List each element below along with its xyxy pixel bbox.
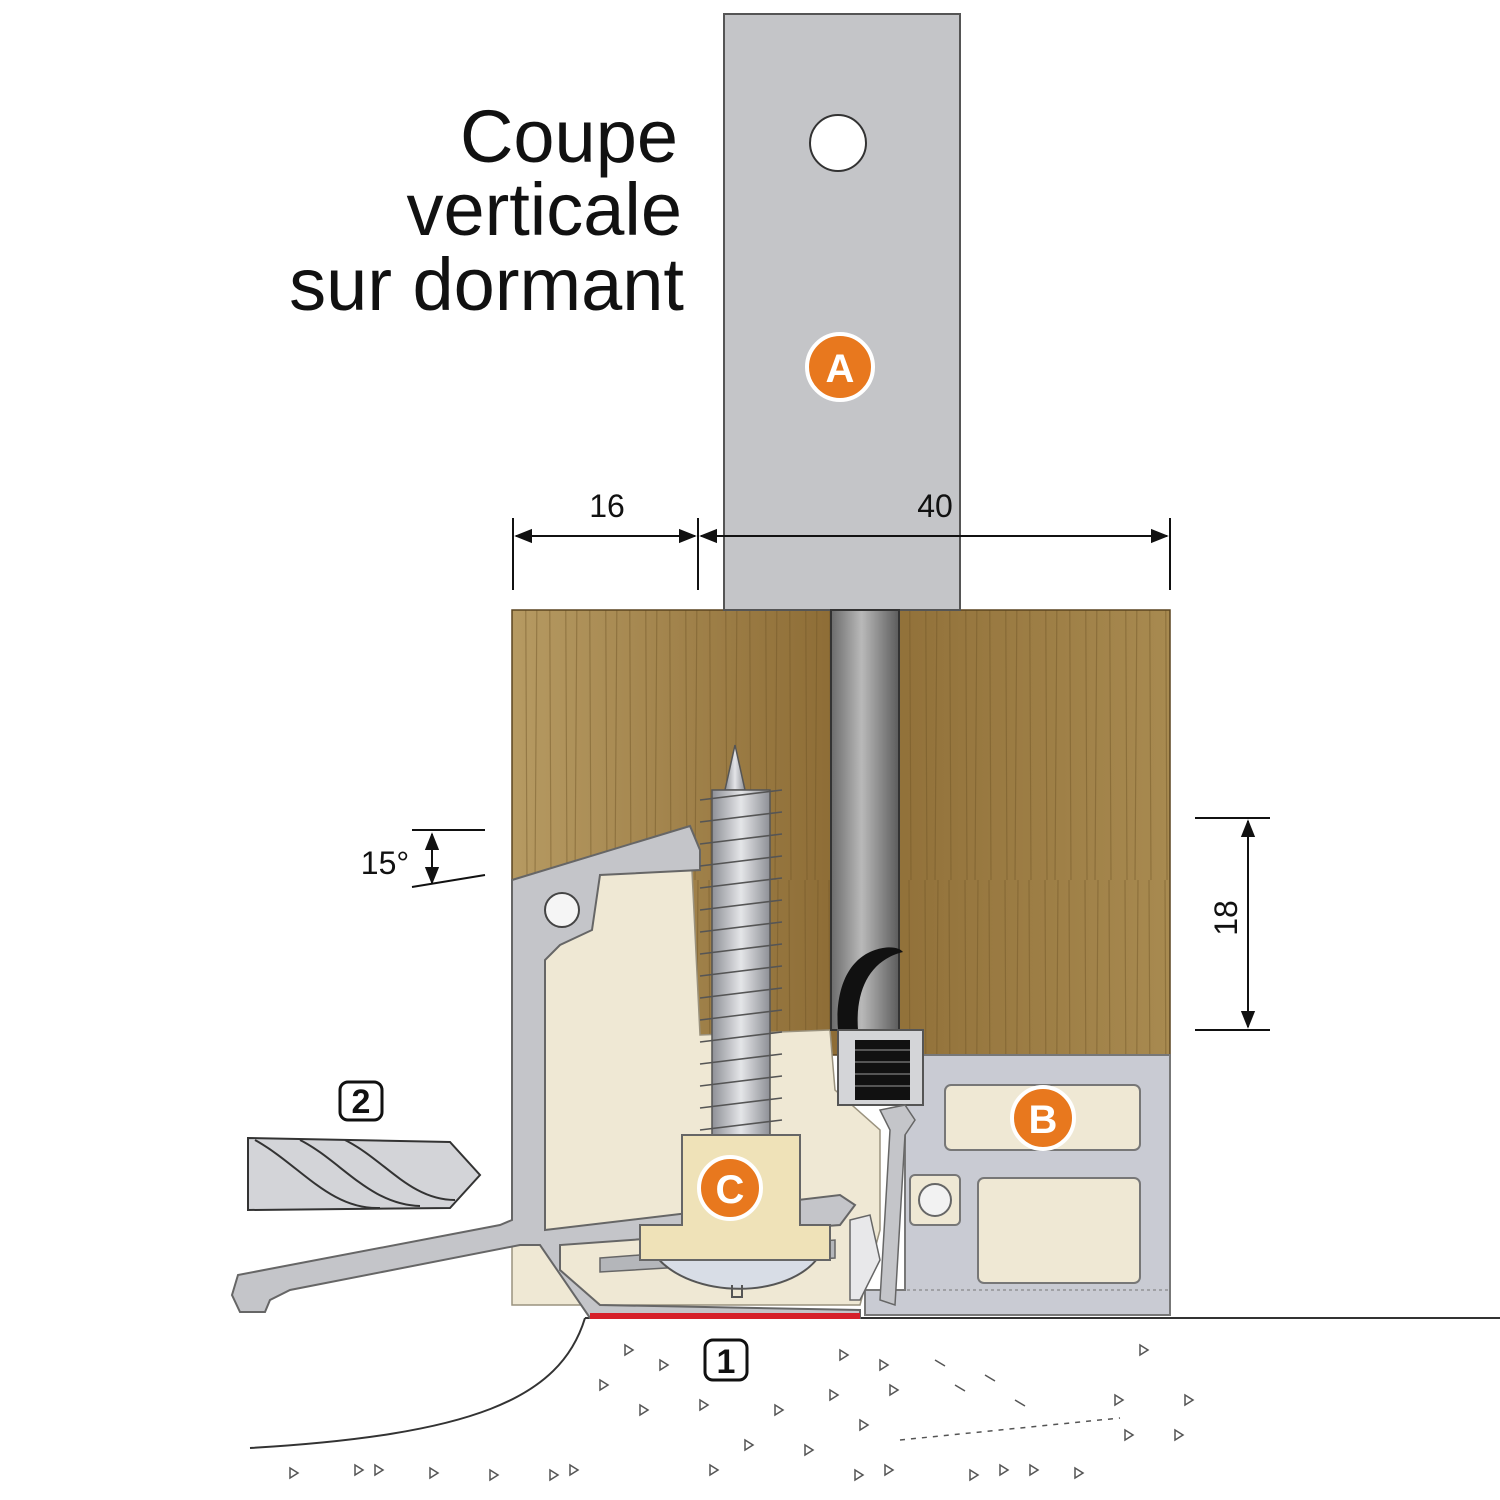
width-dimensions — [512, 518, 1171, 590]
title-line-1: Coupe — [460, 95, 678, 178]
dimension-16-label: 16 — [589, 488, 625, 524]
title-line-2: verticale — [406, 168, 682, 251]
angle-dimension — [411, 829, 486, 888]
marker-2-label: 2 — [352, 1083, 371, 1121]
concrete-floor — [249, 1317, 1500, 1482]
red-seal-strip — [590, 1313, 860, 1319]
drill-bit-icon — [247, 1136, 482, 1212]
dimension-40-label: 40 — [917, 488, 953, 524]
callout-c-label: C — [716, 1168, 745, 1212]
height-dimension — [1195, 817, 1270, 1031]
callout-a: A — [805, 332, 875, 402]
marker-2: 2 — [338, 1080, 384, 1122]
callout-b-label: B — [1029, 1098, 1058, 1142]
marker-1: 1 — [703, 1338, 749, 1382]
steel-plate-a — [723, 13, 961, 611]
callout-b: B — [1010, 1085, 1076, 1151]
title-line-3: sur dormant — [289, 243, 684, 326]
angle-15-label: 15° — [361, 845, 409, 881]
callout-c: C — [697, 1155, 763, 1221]
diagram-title: Coupe verticale sur dormant — [289, 95, 684, 326]
rubber-seal — [837, 947, 924, 1307]
marker-1-label: 1 — [717, 1343, 736, 1381]
dimension-18-label: 18 — [1208, 900, 1244, 936]
callout-a-label: A — [826, 347, 855, 391]
wood-screw — [652, 744, 822, 1298]
